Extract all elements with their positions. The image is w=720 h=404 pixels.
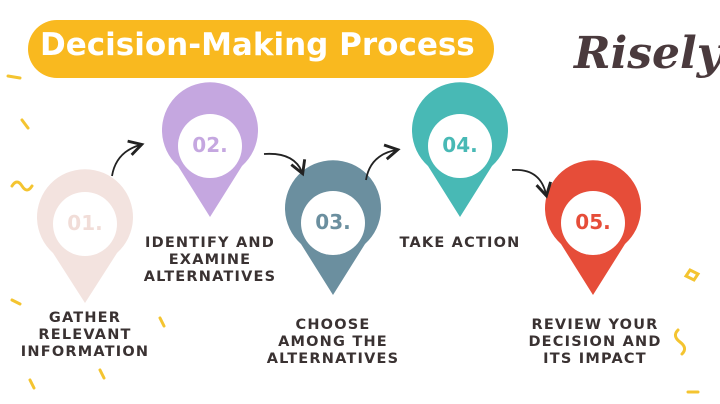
arrow-icon [263,152,307,177]
step-2-pin [162,82,258,217]
step-1-label: GATHER RELEVANT INFORMATION [20,310,150,360]
step-4-number: 04. [442,133,478,157]
step-2-number: 02. [192,133,228,157]
arrow-icon [365,143,401,181]
arrow-icon [111,139,145,177]
step-5-label: REVIEW YOUR DECISION AND ITS IMPACT [528,317,662,367]
step-5-number: 05. [575,210,611,234]
arrow-icon [511,169,552,199]
step-4-label: TAKE ACTION [399,235,521,251]
step-3-pin [285,160,381,295]
confetti-decoration [6,74,701,394]
step-4-pin [412,82,509,217]
step-1-number: 01. [67,211,103,235]
step-1-pin [37,169,134,303]
page-title: Decision-Making Process [40,27,475,63]
brand-logo: Risely [574,28,720,79]
step-5-pin [545,160,642,295]
title-banner [28,20,494,78]
step-3-label: CHOOSE AMONG THE ALTERNATIVES [266,317,400,367]
step-2-label: IDENTIFY AND EXAMINE ALTERNATIVES [143,235,277,285]
step-3-number: 03. [315,210,351,234]
